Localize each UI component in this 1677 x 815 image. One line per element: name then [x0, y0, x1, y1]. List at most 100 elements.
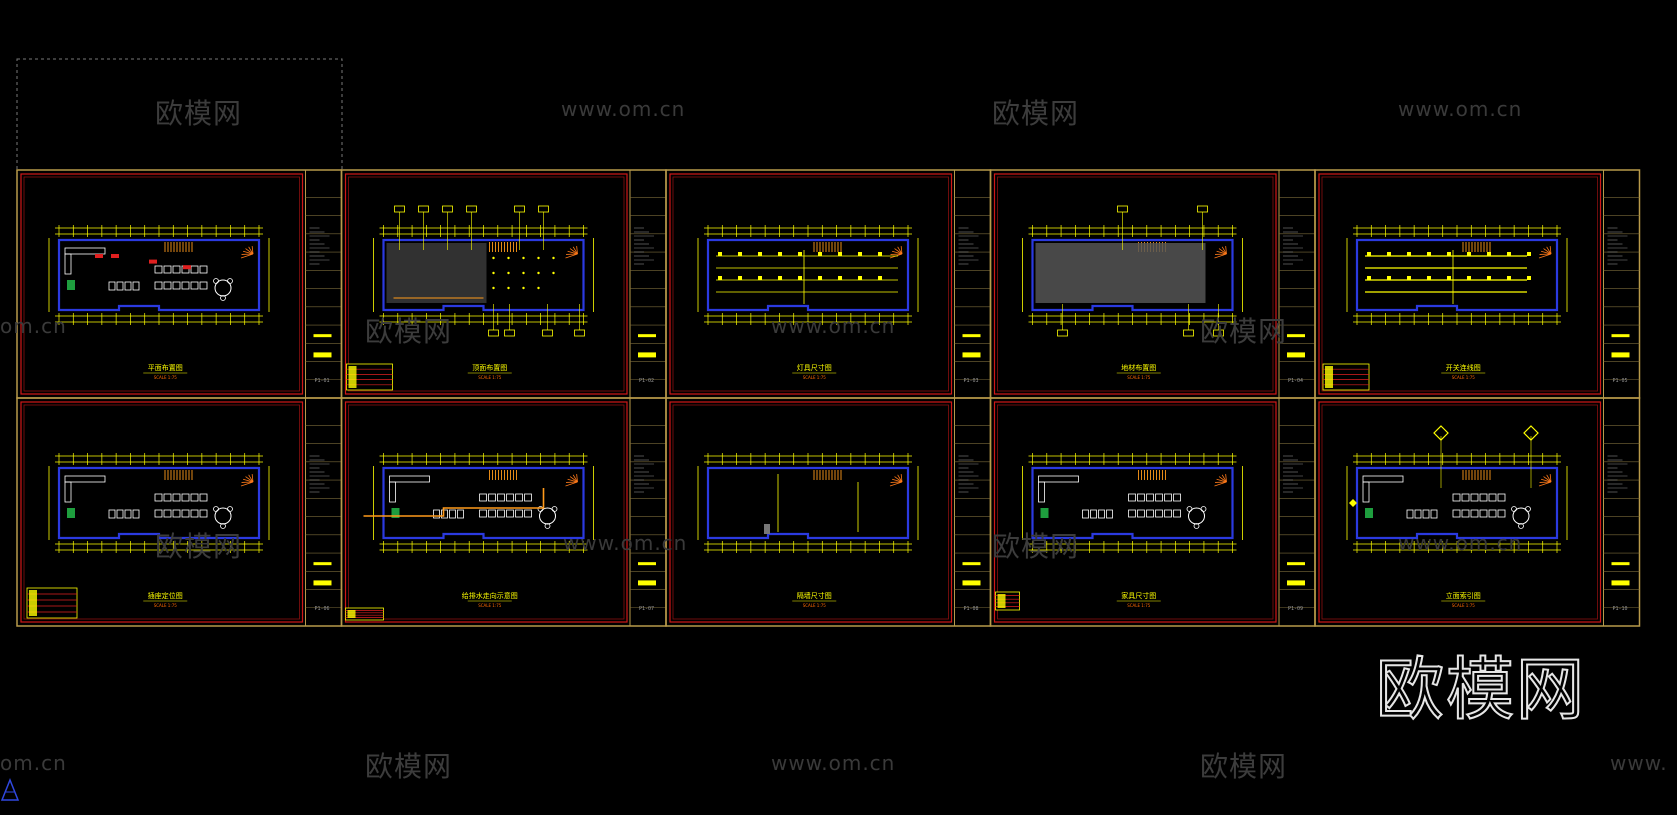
dining-seat: [1173, 509, 1181, 518]
red-marker: [149, 259, 157, 264]
round-chair: [227, 506, 233, 512]
light-fixture: [1387, 252, 1391, 256]
inner-frame: [1321, 404, 1598, 620]
sheet-title: 插座定位图: [148, 591, 183, 600]
title-block-highlight: [1611, 580, 1630, 586]
title-block-highlight: [1611, 562, 1630, 566]
plant: [67, 508, 75, 518]
dining-seat: [199, 493, 208, 502]
wall-outline: [706, 238, 910, 312]
title-block-highlight: [1287, 580, 1305, 586]
sheet-scale: SCALE 1:75: [478, 603, 502, 608]
title-block: P1-04: [1279, 197, 1315, 384]
title-block-highlight: [1287, 562, 1305, 566]
light-fixture: [1367, 276, 1371, 280]
round-table: [214, 507, 232, 525]
callout-tag: [466, 205, 477, 213]
wall-outline: [382, 238, 585, 312]
sheet-title: 灯具尺寸图: [797, 363, 832, 372]
light-fixture: [1447, 252, 1451, 256]
dining-seat: [1128, 493, 1136, 502]
door-swing: [251, 473, 254, 483]
light-fixture: [778, 276, 782, 280]
sheet-title: 立面索引图: [1446, 591, 1481, 600]
callout-tag: [442, 205, 453, 213]
selection-rectangle: [16, 58, 343, 171]
light-fixture: [1487, 276, 1491, 280]
callout-tag: [1197, 205, 1208, 213]
door-swing: [1214, 481, 1227, 487]
callout-tag: [542, 329, 553, 337]
light-fixture: [1527, 252, 1531, 256]
title-block: P1-05: [1603, 197, 1640, 384]
light-fixture: [798, 276, 802, 280]
door-swing: [1543, 248, 1552, 255]
door-swing: [251, 245, 254, 255]
watermark-url: www.om.cn: [561, 97, 686, 121]
inner-frame: [20, 173, 304, 395]
legend-swatch: [347, 610, 356, 618]
title-block-highlight: [638, 334, 656, 338]
door-swing: [1549, 245, 1552, 255]
sheet-scale: SCALE 1:75: [1127, 603, 1151, 608]
sheet-border: [1314, 397, 1641, 627]
dining-seat: [172, 265, 181, 274]
round-chair: [1200, 506, 1207, 512]
door-swing: [240, 253, 254, 259]
wall-outline: [382, 466, 585, 540]
watermark-brand: 欧模网: [1200, 750, 1288, 783]
sheet-number: P1-01: [315, 378, 330, 384]
dining-seat: [488, 509, 496, 518]
door-swing: [894, 248, 903, 255]
ceiling-light: [522, 286, 525, 290]
title-block: P1-10: [1603, 425, 1640, 612]
floor-plan-lights: [697, 225, 919, 325]
callout-tag: [514, 205, 525, 213]
inner-frame: [997, 176, 1274, 392]
elevation-index-marker: [1523, 425, 1539, 441]
callout-tag: [1183, 329, 1194, 337]
legend-swatch: [29, 590, 37, 616]
sheet-number: P1-08: [964, 606, 979, 612]
title-block-highlight: [962, 580, 981, 586]
ucs-icon: [0, 777, 20, 801]
dining-seat: [1461, 493, 1470, 502]
door-swing: [1218, 476, 1227, 483]
light-fixture: [1467, 276, 1471, 280]
title-block-highlight: [962, 562, 981, 566]
title-block: P1-03: [954, 197, 991, 384]
door-swing: [576, 245, 578, 255]
dining-seat: [479, 509, 487, 518]
door-swing: [1538, 253, 1552, 259]
door-swing: [889, 481, 903, 487]
dining-seat: [524, 509, 532, 518]
water-pipe: [363, 488, 545, 517]
title-block: P1-08: [954, 425, 991, 612]
door-swing: [1225, 245, 1227, 255]
light-fixture: [858, 252, 862, 256]
inner-frame: [993, 401, 1277, 623]
door-swing: [1216, 478, 1227, 483]
round-chair: [213, 278, 219, 284]
inner-frame: [23, 176, 300, 392]
chair: [108, 281, 116, 291]
chair: [1098, 509, 1105, 519]
dining-seat: [497, 509, 505, 518]
red-marker: [111, 254, 119, 258]
ceiling-light: [507, 256, 510, 260]
dining-seat: [172, 281, 181, 290]
dining-seat: [1164, 509, 1172, 518]
door-swing: [1225, 473, 1227, 483]
dining-seat: [181, 509, 190, 518]
floor-plan-furniture: [48, 225, 270, 325]
door-swing: [1216, 250, 1227, 255]
dining-seat: [190, 265, 199, 274]
light-fixture: [738, 252, 742, 256]
light-fixture: [718, 276, 722, 280]
